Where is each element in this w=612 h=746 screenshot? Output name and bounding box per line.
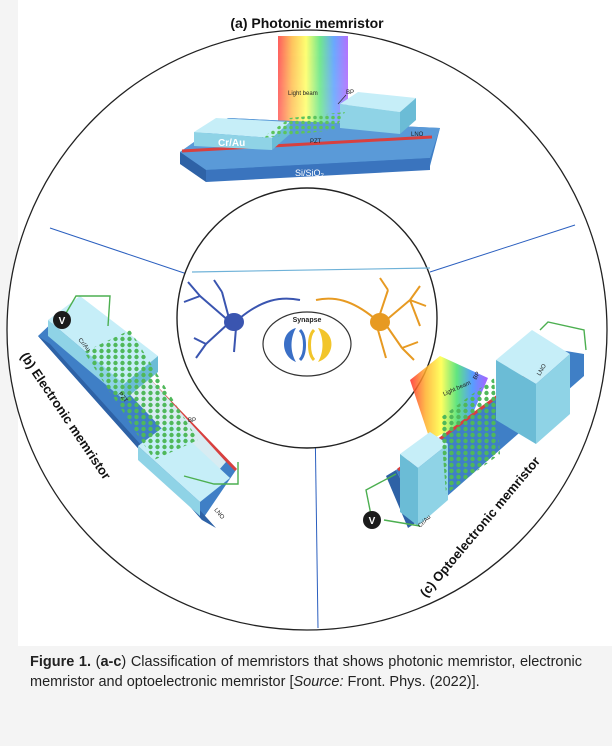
neuron-orange-body [370, 313, 390, 331]
panel-a-label-bp: BP [346, 90, 354, 96]
panel-a-electrode-right [340, 92, 416, 112]
synapse-post [318, 328, 332, 362]
panel-c-electrode-right [496, 330, 570, 384]
panel-c-electrode-left [400, 432, 448, 468]
panel-c-label-bp: BP [473, 371, 482, 381]
panel-c-label-v: V [369, 516, 376, 527]
label-synapse: Synapse [293, 317, 322, 324]
panel-a-bp-lattice [262, 112, 345, 138]
caption-ref: a-c [100, 654, 122, 670]
caption-ref-close: ) [121, 654, 127, 670]
panel-synapse: Synapse [183, 277, 427, 377]
panel-optoelectronic: V Light beam BP Cr/Au Si/SiO₂ LNO [363, 321, 587, 529]
caption-ref-open: ( [95, 654, 101, 670]
panel-c-voltage-source [363, 511, 381, 529]
panel-b-bp-lattice [84, 330, 198, 460]
caption-source-label: Source: [293, 674, 344, 690]
memristor-diagram: (a) Photonic memristor Cr/Au PZT Si/SiO₂… [6, 0, 612, 646]
panel-a-label-light-beam: Light beam [288, 91, 318, 97]
caption-label: Figure 1. [30, 654, 91, 670]
divider-left [49, 227, 191, 276]
panel-photonic: (a) Photonic memristor Cr/Au PZT Si/SiO₂… [180, 15, 440, 182]
panel-b-label-v: V [59, 316, 66, 327]
panel-a-title: (a) Photonic memristor [230, 15, 384, 31]
panel-c-label-lno: LNO [537, 363, 549, 377]
caption-source-text: Front. Phys. (2022)]. [343, 674, 480, 690]
synapse-pre [284, 328, 296, 362]
panel-a-label-lno: LNO [411, 132, 424, 138]
neuron-orange [315, 277, 427, 361]
panel-electronic: V Cr/Au PZT Si/SiO₂ BP LNO [38, 295, 239, 528]
panel-a-label-sisio2: Si/SiO₂ [295, 168, 325, 178]
inner-divider-line [191, 267, 431, 273]
figure-caption: Figure 1. (a-c) Classification of memris… [30, 652, 582, 692]
divider-bottom [314, 417, 319, 629]
panel-b-label-bp: BP [188, 418, 196, 424]
panel-a-label-pzt: PZT [310, 139, 322, 145]
neuron-blue-body [224, 313, 244, 331]
panel-b-voltage-source [53, 311, 71, 329]
caption-text: Classification of memristors that shows … [30, 654, 582, 690]
panel-c-bp-lattice [440, 378, 500, 494]
panel-a-label-crau: Cr/Au [218, 138, 245, 149]
panel-a-electrode-left [194, 118, 290, 138]
synapse-circle [262, 311, 352, 377]
divider-right [429, 224, 576, 273]
